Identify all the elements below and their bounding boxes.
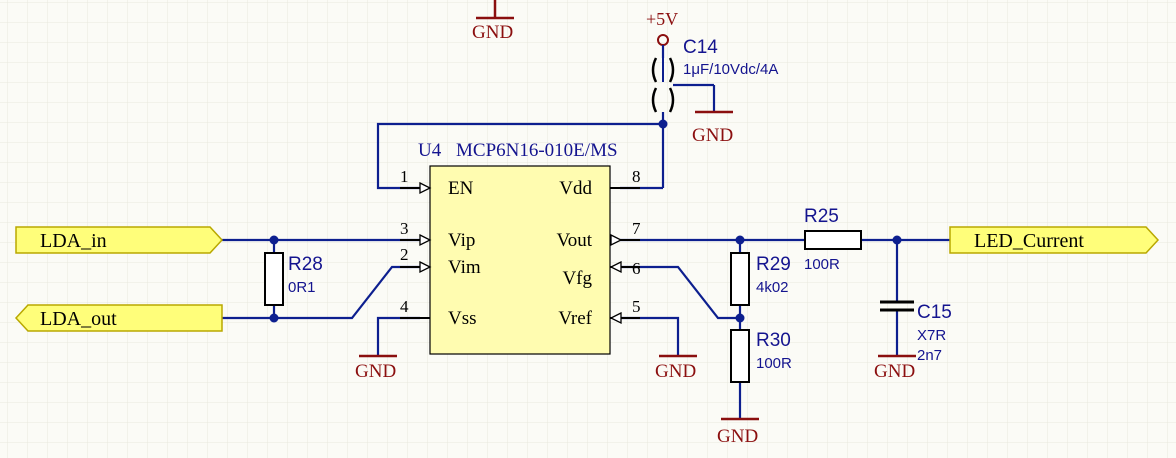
pin-arrow-vout xyxy=(610,233,623,247)
gnd-symbol-c14: GND xyxy=(692,110,733,146)
gnd-label: GND xyxy=(874,361,915,382)
c15-designator: C15 xyxy=(917,302,952,323)
pin-arrow-vref xyxy=(609,311,622,325)
gnd-symbol-c15: GND xyxy=(874,354,916,382)
gnd-symbol-r30: GND xyxy=(717,417,759,447)
pin-num-vfg: 6 xyxy=(632,259,641,278)
pin-num-vim: 2 xyxy=(400,245,409,264)
resistor-r25: R25 100R xyxy=(804,206,862,273)
pin-name-vip: Vip xyxy=(448,230,475,251)
pin-num-vip: 3 xyxy=(400,219,409,238)
gnd-label: GND xyxy=(655,361,696,382)
r29-designator: R29 xyxy=(756,254,791,275)
resistor-r28: R28 0R1 xyxy=(264,252,323,306)
ic-u4: U4 MCP6N16-010E/MS 1 3 2 4 8 7 6 5 EN Vi… xyxy=(400,140,641,355)
port-lda-in-label: LDA_in xyxy=(40,230,107,252)
pin-num-vdd: 8 xyxy=(632,167,641,186)
r28-value: 0R1 xyxy=(288,279,316,296)
u4-part-number: MCP6N16-010E/MS xyxy=(456,140,618,161)
pin-arrow-vim xyxy=(419,260,432,274)
c15-value-dielectric: X7R xyxy=(917,327,946,344)
capacitor-c14: C14 1μF/10Vdc/4A xyxy=(651,37,778,124)
gnd-label: GND xyxy=(692,125,733,146)
pin-arrow-vip xyxy=(419,233,432,247)
resistor-r29: R29 4k02 xyxy=(730,252,791,306)
pin-arrow-en xyxy=(419,181,432,195)
gnd-label: GND xyxy=(472,22,513,43)
junction-dots xyxy=(269,119,902,323)
port-led-current: LED_Current xyxy=(949,226,1160,254)
pin-name-vdd: Vdd xyxy=(559,178,592,199)
gnd-label: GND xyxy=(717,426,758,447)
r25-value: 100R xyxy=(804,256,840,273)
port-led-current-label: LED_Current xyxy=(974,230,1084,252)
gnd-label: GND xyxy=(355,361,396,382)
pin-num-vss: 4 xyxy=(400,297,409,316)
capacitor-c15: C15 X7R 2n7 xyxy=(880,300,952,364)
pin-name-vout: Vout xyxy=(556,230,592,251)
resistor-r30: R30 100R xyxy=(730,329,792,383)
port-lda-out: LDA_out xyxy=(14,304,223,332)
power-label: +5V xyxy=(646,9,678,29)
port-lda-out-label: LDA_out xyxy=(40,308,117,330)
c15-value-capacitance: 2n7 xyxy=(917,347,942,364)
u4-designator: U4 xyxy=(418,140,442,161)
r30-designator: R30 xyxy=(756,330,791,351)
pin-name-vss: Vss xyxy=(448,308,477,329)
u4-body xyxy=(429,165,611,355)
pin-num-vout: 7 xyxy=(632,219,641,238)
pin-num-en: 1 xyxy=(400,167,409,186)
pin-name-vfg: Vfg xyxy=(562,268,592,289)
port-lda-in: LDA_in xyxy=(15,226,224,254)
pin-arrow-vfg xyxy=(609,260,622,274)
pin-name-vref: Vref xyxy=(558,308,592,329)
pin-name-vim: Vim xyxy=(448,257,481,278)
c14-value: 1μF/10Vdc/4A xyxy=(683,61,778,78)
r25-designator: R25 xyxy=(804,206,839,227)
gnd-symbol-vref: GND xyxy=(655,354,697,382)
r30-value: 100R xyxy=(756,355,792,372)
gnd-symbol-top: GND xyxy=(472,0,514,43)
pin-name-en: EN xyxy=(448,178,474,199)
r28-designator: R28 xyxy=(288,254,323,275)
r29-value: 4k02 xyxy=(756,279,789,296)
c14-designator: C14 xyxy=(683,37,718,58)
pin-num-vref: 5 xyxy=(632,297,641,316)
gnd-symbol-vss: GND xyxy=(355,354,397,382)
